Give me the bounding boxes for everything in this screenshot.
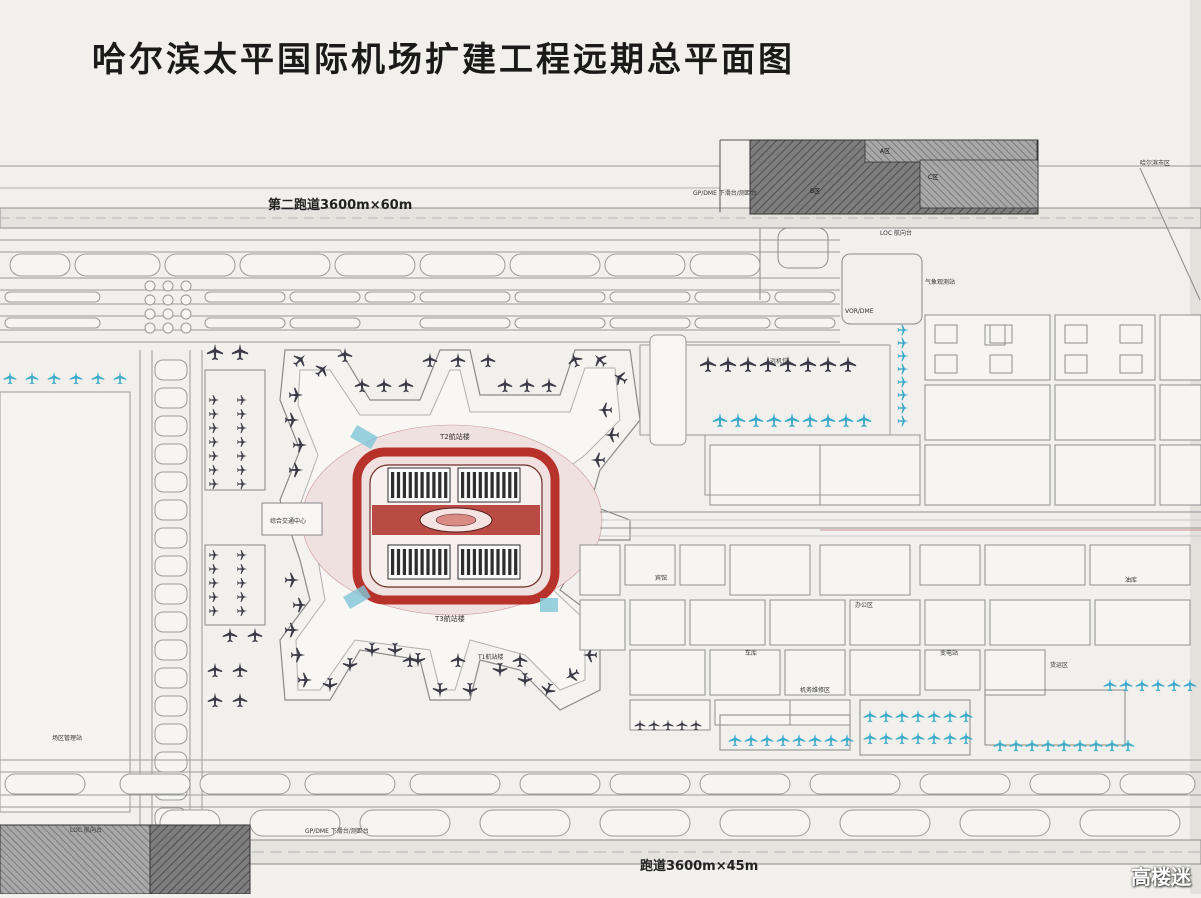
north-hatched-zones [719, 139, 1039, 215]
transport-center-label: 综合交通中心 [270, 518, 307, 525]
south-grass-islands [4, 773, 1196, 837]
t1-label: T1航站楼 [478, 654, 504, 661]
zone-c-label: C区 [928, 174, 939, 181]
gp-dme-label-top: GP/DME 下滑台/测距台 [693, 190, 757, 197]
terminal-south-label: T3航站楼 [435, 615, 465, 623]
main-runway-label: 跑道3600m×45m [640, 859, 759, 874]
weather-station-label: 气象观测站 [925, 279, 956, 286]
maintenance-label: 机务维修区 [800, 687, 831, 694]
garage-label: 车库 [745, 650, 758, 657]
zone-a-label: A区 [880, 148, 891, 155]
north-grass-islands [4, 253, 836, 334]
loc-label-bottom: LOC 航向台 [70, 827, 102, 834]
second-runway-label: 第二跑道3600m×60m [268, 198, 413, 213]
remote-stands-label: 远机位 [770, 358, 789, 365]
west-taxiways [0, 350, 203, 830]
city-direction-label: 哈尔滨市区 [1140, 160, 1171, 167]
cargo-label: 货运区 [1050, 662, 1069, 669]
east-landside-blocks [579, 314, 1201, 731]
gp-dme-label-bottom: GP/DME 下滑台/测距台 [305, 828, 369, 835]
terminal-complex [279, 349, 641, 711]
south-remote-aprons [719, 689, 1126, 756]
vor-label: VOR/DME [845, 308, 874, 315]
northeast-facilities [759, 227, 923, 325]
page-title: 哈尔滨太平国际机场扩建工程远期总平面图 [92, 40, 795, 80]
north-taxiways [0, 239, 840, 343]
northeast-remote-apron [639, 334, 921, 496]
power-label: 变电站 [940, 650, 959, 657]
field-station-label: 场区管理站 [52, 735, 83, 742]
watermark-logo: 高楼迷 [1131, 865, 1191, 889]
terminal-gate-blocks [387, 467, 521, 580]
west-remote-stands [204, 369, 323, 626]
fuel-label: 油库 [1125, 577, 1138, 584]
west-grass-islands [154, 359, 188, 829]
loc-label-top: LOC 航向台 [880, 230, 912, 237]
landside-road [600, 511, 1201, 537]
terminal-north-label: T2航站楼 [440, 433, 470, 441]
south-taxiways [0, 759, 1201, 808]
main-runway [0, 824, 1201, 895]
zone-b-label: B区 [810, 188, 821, 195]
office-label: 办公区 [855, 602, 874, 609]
hotel-label: 宾馆 [655, 575, 668, 582]
